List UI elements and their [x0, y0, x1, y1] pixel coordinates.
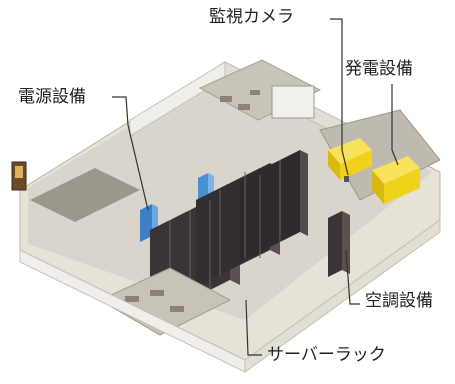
- air-conditioning-callout: 空調設備: [365, 291, 433, 311]
- office-desks: [220, 90, 260, 110]
- leader-power-generation: [391, 84, 399, 166]
- leader-lines: [112, 18, 399, 356]
- server-rack-row-3: [240, 150, 308, 262]
- reception-floor: [30, 168, 140, 222]
- power-generation-callout: 発電設備: [345, 59, 413, 79]
- camera-callout: 監視カメラ: [209, 7, 294, 27]
- reception-sign-screen: [15, 166, 23, 178]
- office-cabinet: [271, 85, 315, 119]
- leader-camera: [330, 18, 349, 176]
- server-rack-callout: サーバーラック: [267, 345, 386, 365]
- surveillance-camera: [344, 176, 349, 182]
- leader-server-rack: [245, 299, 262, 356]
- front-office-desks: [125, 290, 184, 312]
- power-source-callout: 電源設備: [18, 87, 86, 107]
- front-office: [98, 267, 232, 336]
- leader-power-source: [112, 96, 149, 211]
- leader-air-conditioning: [345, 249, 360, 305]
- air-conditioning-unit: [328, 211, 350, 277]
- front-wall-right: [244, 219, 441, 373]
- generator-unit-2: [372, 156, 420, 204]
